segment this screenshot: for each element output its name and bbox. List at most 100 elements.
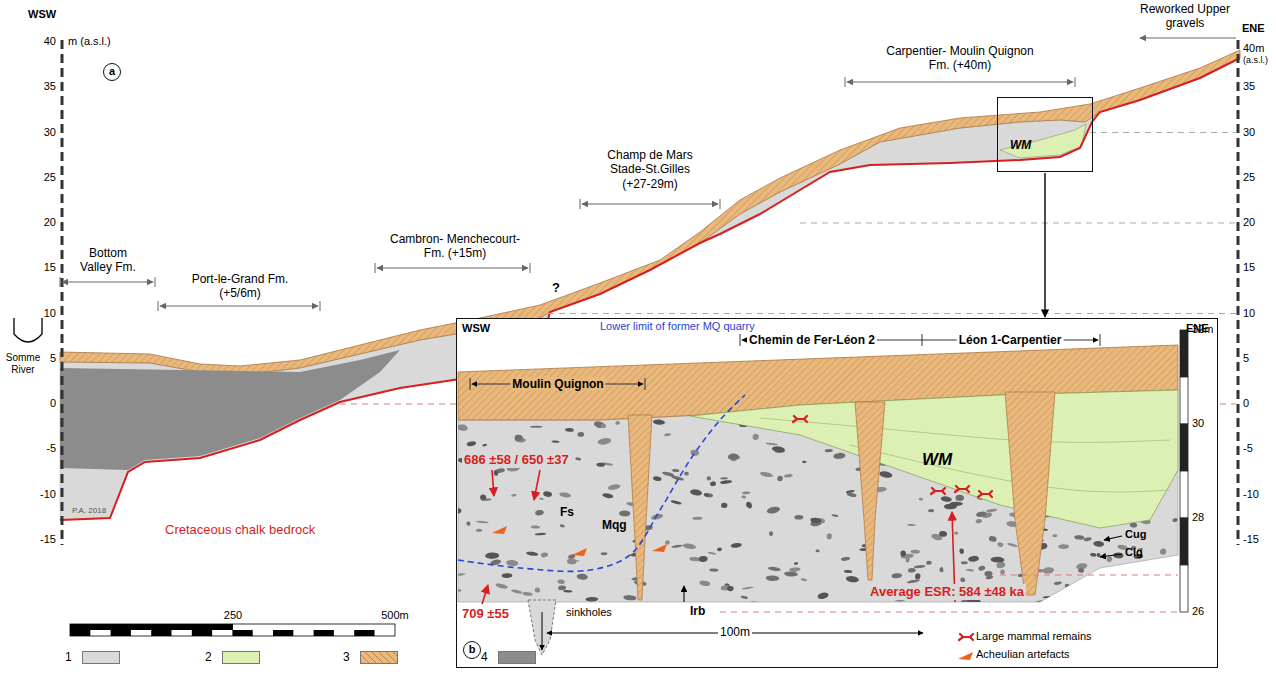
pebble: [1172, 517, 1178, 522]
pebble: [1007, 542, 1018, 547]
legend-text: 1: [65, 650, 72, 664]
pebble: [1074, 535, 1085, 540]
pebble: [1052, 534, 1057, 537]
unit-label: Irb: [690, 604, 716, 618]
site-label: Chemin de Fer-Léon 2: [747, 333, 877, 347]
pebble: [845, 575, 859, 583]
date-label: Average ESR: 584 ±48 ka: [868, 584, 1026, 600]
pebble: [453, 573, 466, 576]
extent-bracket: [160, 305, 318, 306]
pebble: [1096, 553, 1100, 557]
pebble: [664, 433, 671, 437]
pebble: [699, 580, 711, 587]
axis-tick: 30: [1192, 417, 1216, 430]
formation-label: Port-le-Grand Fm. (+5/6m): [180, 272, 300, 301]
direction-label: WSW: [28, 8, 68, 21]
sinkhole: [1005, 392, 1055, 595]
pebble: [672, 469, 679, 473]
height-axis: [61, 40, 64, 545]
pebble: [1087, 576, 1101, 583]
height-scale: [1180, 424, 1188, 471]
artefact-icon: [652, 544, 667, 552]
pebble: [522, 592, 532, 597]
pebble: [476, 529, 482, 532]
pebble: [914, 565, 926, 569]
unit-label: Clg: [1125, 546, 1155, 559]
pebble: [1065, 591, 1073, 594]
pebble: [1080, 588, 1088, 594]
river-label: Somme River: [2, 352, 44, 376]
pebble: [707, 476, 712, 480]
pebble: [760, 471, 774, 478]
green-lens: [1000, 124, 1086, 158]
pebble: [794, 515, 803, 520]
axis-tick: 32m: [1192, 323, 1218, 336]
height-scale: [1180, 377, 1188, 424]
unit-label: Mqg: [600, 518, 629, 532]
pebble: [692, 517, 702, 520]
pebble: [707, 551, 716, 555]
artefact-icon: [572, 548, 587, 556]
pebble: [769, 531, 773, 536]
bracket-tick: [645, 378, 646, 390]
pebble: [891, 573, 902, 579]
direction-label: WSW: [462, 322, 502, 335]
inset-ground: [456, 318, 1218, 668]
axis-tick: 20: [18, 216, 56, 229]
height-scale: [1180, 565, 1188, 612]
pebble: [815, 549, 819, 552]
pebble: [1132, 573, 1145, 579]
panel-letter: b: [463, 641, 481, 659]
bracket-tick: [470, 378, 471, 390]
pebble: [789, 567, 801, 572]
axis-tick: 0: [18, 397, 56, 410]
axis-tick: 25: [18, 171, 56, 184]
axis-tick: 30: [18, 126, 56, 139]
pebble: [1165, 588, 1174, 594]
pebble: [833, 452, 846, 459]
mammal-icon: [931, 488, 945, 494]
pebble: [955, 495, 964, 502]
pebble: [730, 542, 742, 548]
pebble: [765, 442, 777, 445]
pebble: [684, 472, 689, 476]
panel-letter-text: a: [109, 65, 115, 78]
pebble: [940, 496, 952, 503]
axis-tick: 25: [1243, 171, 1273, 184]
height-scale: [1180, 518, 1188, 565]
pebble: [720, 480, 733, 485]
bracket-tick: [845, 77, 846, 87]
pebble: [1042, 567, 1054, 575]
axis-unit: m (a.s.l.): [68, 35, 138, 48]
scale-bar: [111, 630, 131, 636]
unit-label: WM: [1010, 138, 1040, 152]
pebble: [772, 446, 786, 453]
pebble: [997, 542, 1004, 548]
level-line: [720, 612, 1178, 613]
pointer: [1100, 554, 1122, 557]
axis-tick: 40: [18, 35, 56, 48]
pebble: [704, 493, 713, 498]
pebble: [1072, 585, 1083, 593]
pebble: [653, 476, 662, 482]
scale-bar: [70, 624, 233, 630]
pebble: [766, 575, 780, 581]
scale-bar: [70, 624, 395, 636]
pointer: [1104, 536, 1122, 540]
formation-label: Carpentier- Moulin Quignon Fm. (+40m): [875, 44, 1045, 73]
pebble: [919, 497, 924, 500]
pebble: [495, 582, 508, 589]
mammal-icon: [793, 416, 807, 422]
pebble: [600, 423, 606, 428]
pebble: [746, 502, 752, 508]
pebble: [900, 550, 906, 556]
pebble: [841, 557, 851, 562]
legend-item: 2: [205, 650, 265, 667]
legend-swatch: [498, 651, 536, 664]
sinkhole: [528, 600, 556, 655]
direction-label: ENE: [1242, 22, 1274, 35]
legend-swatch: [222, 651, 260, 664]
pebble: [1058, 544, 1069, 549]
pebble: [1000, 569, 1005, 574]
